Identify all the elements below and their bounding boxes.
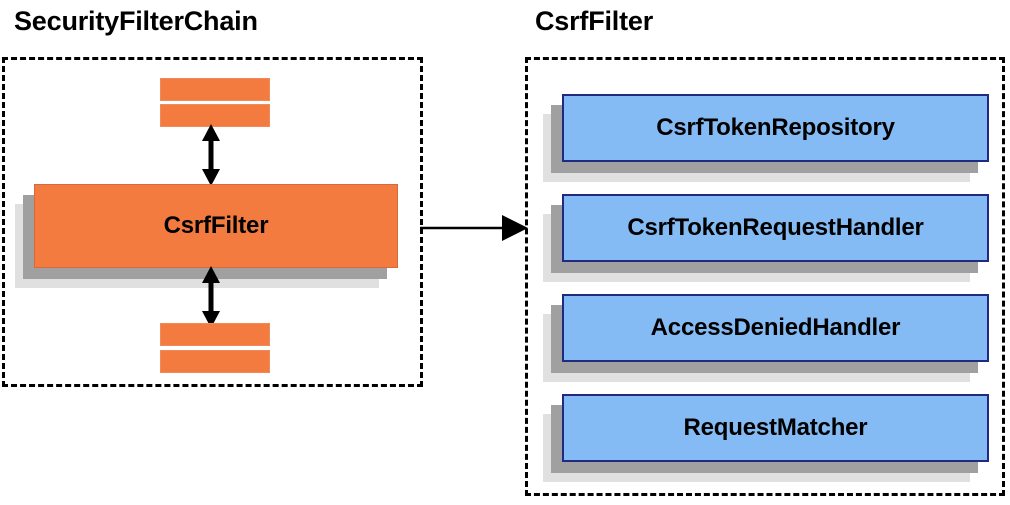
accessdeniedhandler-box[interactable]: AccessDeniedHandler bbox=[543, 294, 989, 382]
requestmatcher-face: RequestMatcher bbox=[562, 394, 989, 462]
arrow-below-csrffilter bbox=[202, 266, 220, 328]
csrffilter-face: CsrfFilter bbox=[34, 184, 398, 268]
requestmatcher-label: RequestMatcher bbox=[683, 414, 868, 441]
security-filter-chain-panel bbox=[2, 57, 423, 387]
csrf-filter-panel bbox=[525, 57, 1005, 496]
filter-bar-top-2 bbox=[160, 104, 270, 127]
arrow-above-csrffilter bbox=[202, 124, 220, 186]
filter-bar-bottom-1 bbox=[160, 323, 270, 346]
csrffilter-box[interactable]: CsrfFilter bbox=[15, 184, 398, 288]
csrftokenrepository-face: CsrfTokenRepository bbox=[562, 94, 989, 162]
filter-bar-bottom-2 bbox=[160, 350, 270, 373]
filter-bar-top-1 bbox=[160, 78, 270, 101]
requestmatcher-box[interactable]: RequestMatcher bbox=[543, 394, 989, 482]
connector-arrow bbox=[420, 215, 528, 241]
csrffilter-label: CsrfFilter bbox=[163, 212, 269, 239]
csrftokenrequesthandler-face: CsrfTokenRequestHandler bbox=[562, 194, 989, 262]
accessdeniedhandler-label: AccessDeniedHandler bbox=[650, 314, 901, 341]
csrftokenrepository-box[interactable]: CsrfTokenRepository bbox=[543, 94, 989, 182]
csrftokenrequesthandler-box[interactable]: CsrfTokenRequestHandler bbox=[543, 194, 989, 282]
csrftokenrepository-label: CsrfTokenRepository bbox=[656, 114, 895, 141]
security-filter-chain-title: SecurityFilterChain bbox=[14, 6, 258, 36]
accessdeniedhandler-face: AccessDeniedHandler bbox=[562, 294, 989, 362]
csrf-filter-title: CsrfFilter bbox=[535, 6, 654, 36]
csrftokenrequesthandler-label: CsrfTokenRequestHandler bbox=[627, 214, 924, 241]
